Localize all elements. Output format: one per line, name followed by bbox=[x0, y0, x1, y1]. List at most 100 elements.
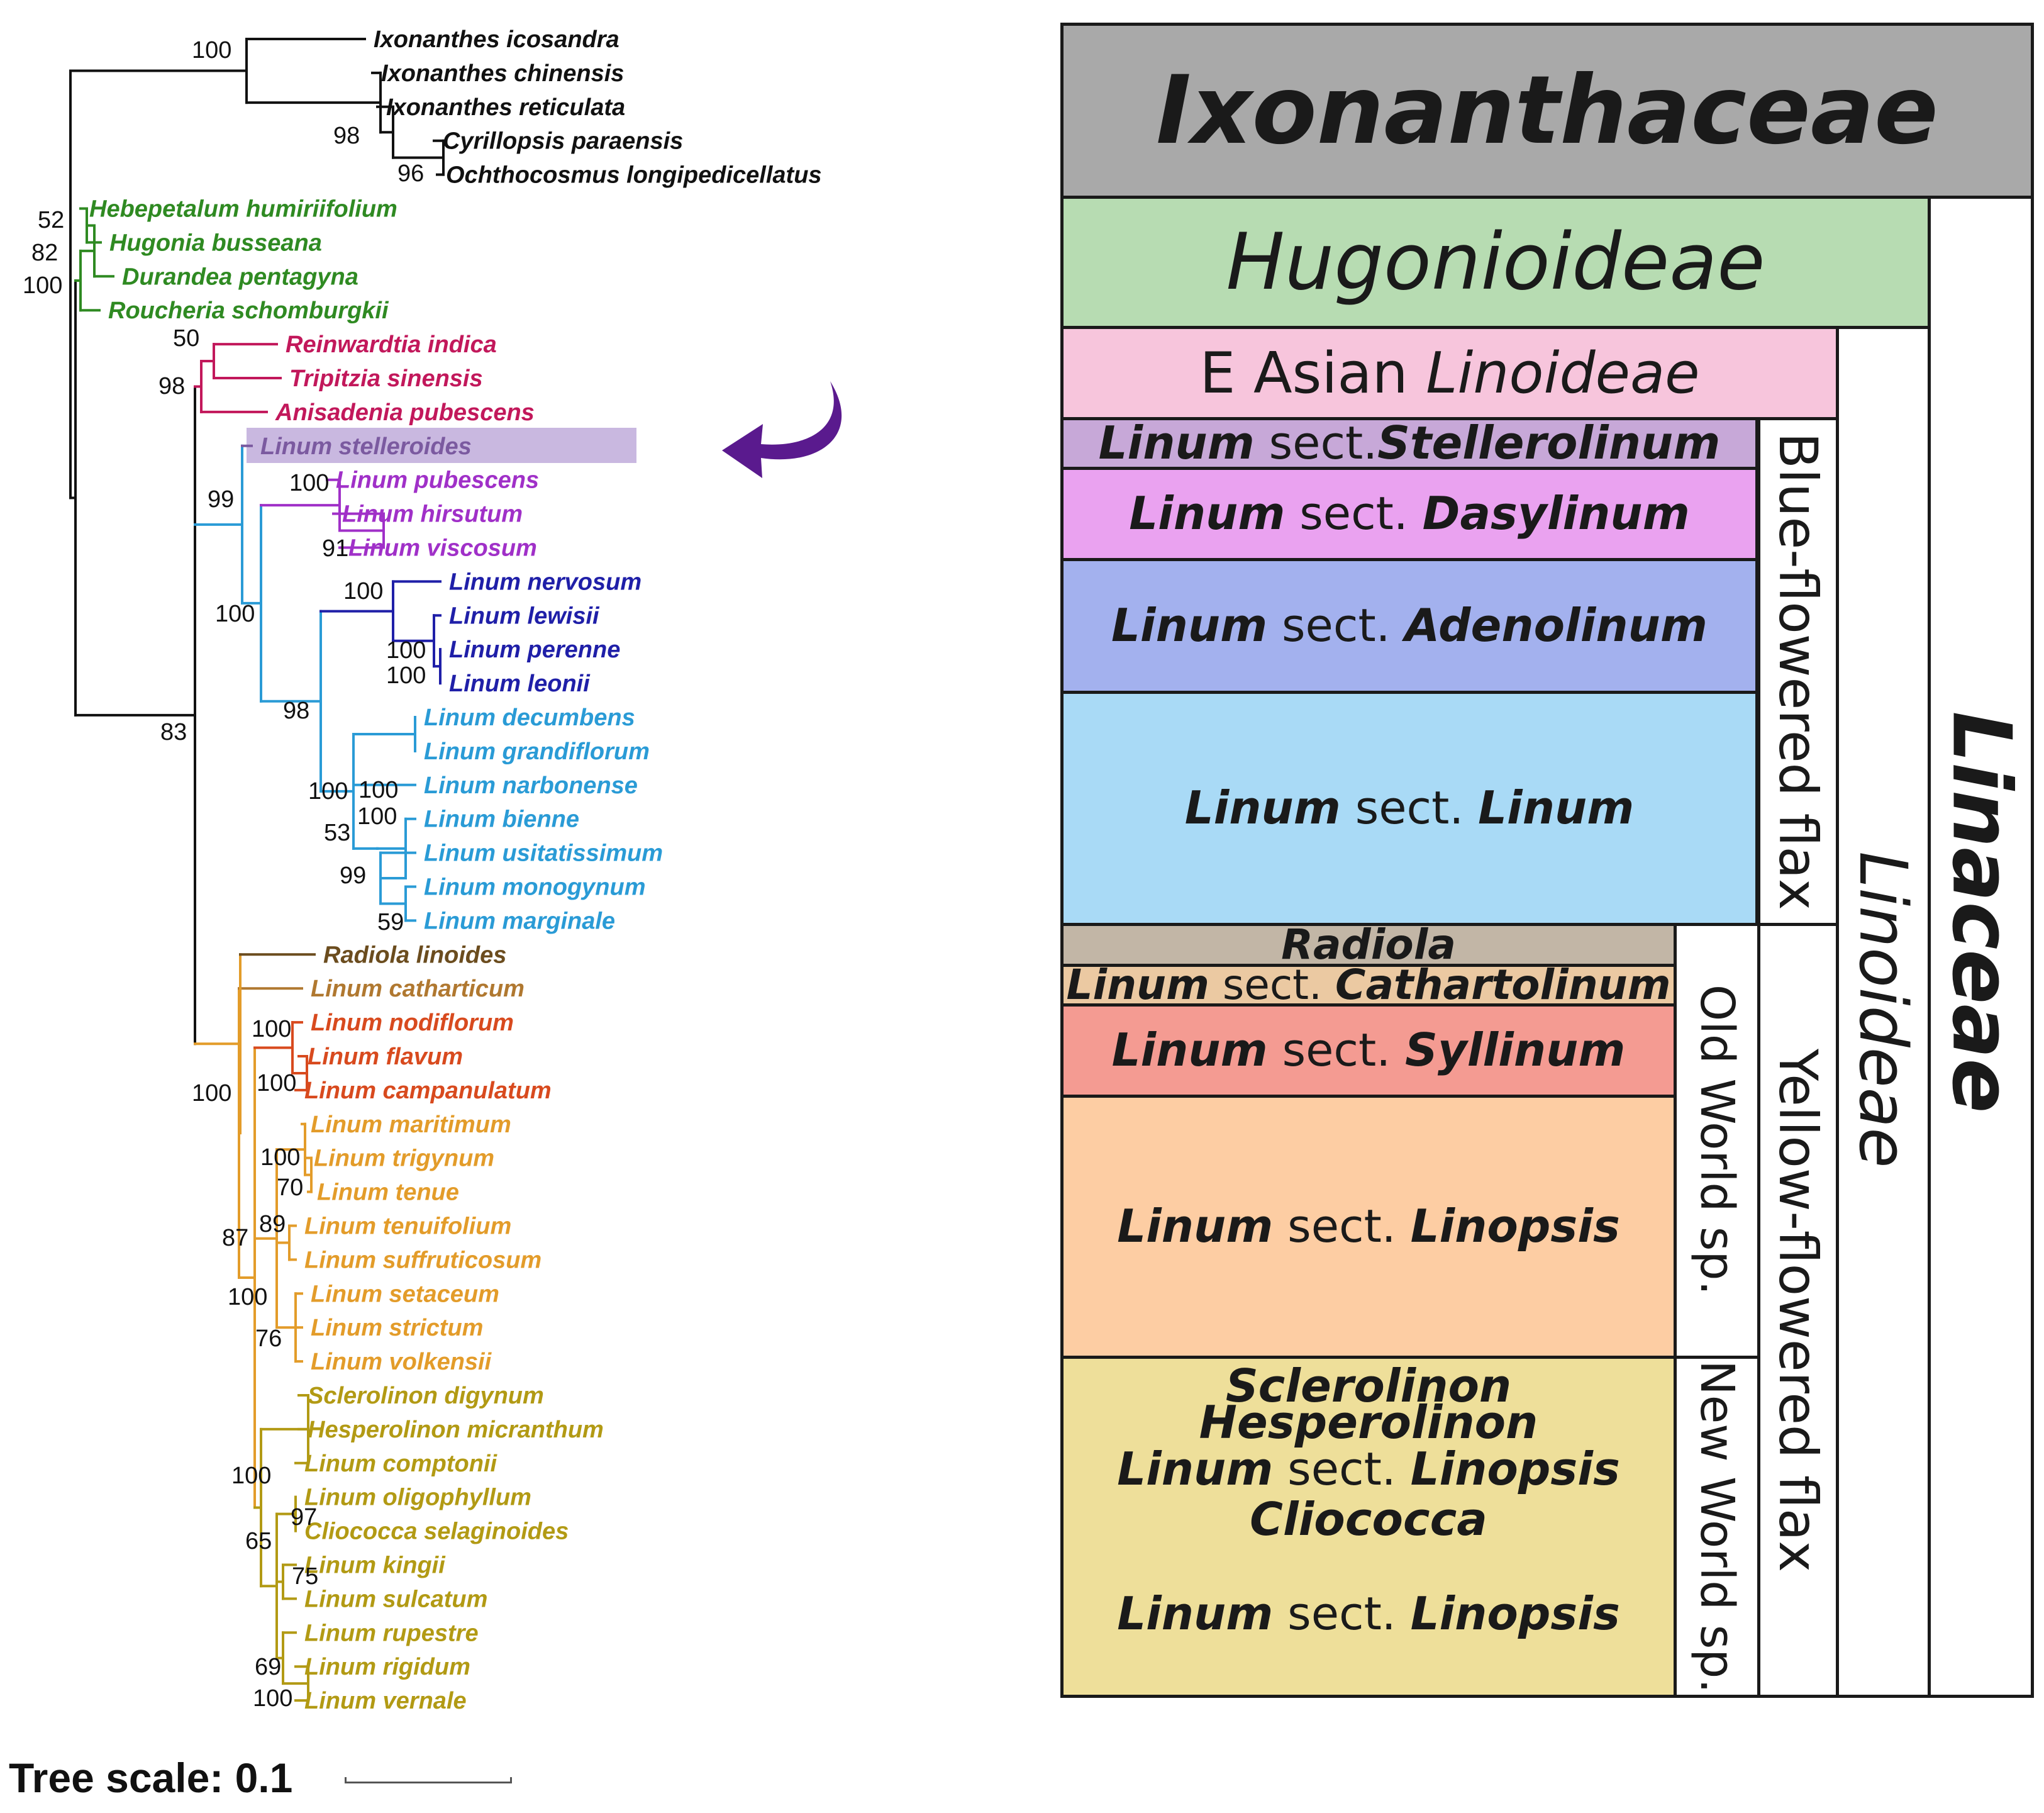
support-value: 52 bbox=[38, 207, 64, 233]
block-ixonanthaceae: Ixonanthaceae bbox=[1060, 23, 2034, 199]
taxon-label: Anisadenia pubescens bbox=[275, 399, 535, 426]
taxon-label: Linum suffruticosum bbox=[304, 1247, 542, 1273]
genus-linum: Linum bbox=[1098, 417, 1255, 470]
bar-linoideae bbox=[1836, 326, 1931, 1698]
sect-label: sect. bbox=[1254, 417, 1378, 470]
label-linoideae-asian: Linoideae bbox=[1426, 340, 1700, 406]
taxon-label: Sclerolinon digynum bbox=[308, 1383, 544, 1409]
block-e-asian-linoideae: E Asian Linoideae bbox=[1060, 326, 1839, 420]
taxon-label: Linum maritimum bbox=[311, 1112, 511, 1138]
support-value: 70 bbox=[277, 1174, 303, 1201]
support-value: 53 bbox=[324, 820, 350, 846]
tree-scale-label: Tree scale: 0.1 bbox=[9, 1754, 293, 1801]
taxon-label: Linum perenne bbox=[449, 637, 620, 663]
taxon-label: Linum leonii bbox=[449, 671, 591, 697]
taxon-label: Radiola linoides bbox=[323, 942, 506, 968]
support-value: 100 bbox=[192, 37, 231, 64]
taxon-label: Linum sulcatum bbox=[304, 1586, 487, 1612]
support-value: 69 bbox=[255, 1654, 281, 1680]
support-value: 100 bbox=[23, 272, 62, 299]
sect-label: sect. bbox=[1340, 781, 1479, 835]
taxon-label: Linum kingii bbox=[304, 1553, 446, 1579]
bar-linaceae bbox=[1928, 196, 2034, 1698]
taxon-label: Linum marginale bbox=[424, 908, 615, 934]
genus-linum: Linum bbox=[1117, 1442, 1274, 1495]
taxon-label: Linum nervosum bbox=[449, 569, 642, 595]
taxon-label: Linum viscosum bbox=[348, 535, 537, 562]
arrow-icon bbox=[722, 381, 842, 478]
support-value: 65 bbox=[245, 1528, 272, 1554]
sect-label: sect. bbox=[1273, 1200, 1411, 1253]
label-linopsis-nw-2: Linopsis bbox=[1410, 1587, 1620, 1640]
support-value: 100 bbox=[231, 1463, 271, 1489]
tree-scale-bar bbox=[345, 1777, 512, 1783]
genus-linum: Linum bbox=[1111, 599, 1268, 652]
taxon-label: Linum volkensii bbox=[311, 1349, 492, 1375]
support-value: 96 bbox=[397, 160, 424, 187]
taxon-label: Roucheria schomburgkii bbox=[108, 298, 389, 324]
support-value: 100 bbox=[358, 777, 398, 803]
taxon-label: Ixonanthes chinensis bbox=[381, 60, 624, 87]
label-hesperolinon: Hesperolinon bbox=[1199, 1396, 1538, 1449]
block-adenolinum: Linum sect. Adenolinum bbox=[1060, 558, 1758, 694]
taxon-label: Linum stelleroides bbox=[260, 433, 472, 460]
taxon-label: Cliococca selaginoides bbox=[304, 1519, 569, 1545]
genus-linum: Linum bbox=[1117, 1587, 1274, 1640]
label-yellow-flax: Yellow-flowered flax bbox=[1767, 1048, 1829, 1573]
label-old-world: Old World sp. bbox=[1690, 985, 1744, 1295]
taxon-label: Linum bienne bbox=[424, 806, 579, 833]
support-value: 100 bbox=[215, 601, 255, 627]
taxon-label: Hebepetalum humiriifolium bbox=[89, 196, 397, 223]
support-value: 50 bbox=[173, 325, 199, 352]
support-value: 100 bbox=[386, 637, 426, 664]
label-dasylinum: Dasylinum bbox=[1422, 487, 1690, 540]
support-value: 100 bbox=[357, 803, 397, 830]
support-value: 99 bbox=[340, 862, 366, 889]
sect-label: sect. bbox=[1267, 1024, 1406, 1077]
taxon-label: Linum rupestre bbox=[304, 1620, 479, 1646]
support-value: 83 bbox=[160, 719, 187, 745]
block-linopsis: Linum sect. Linopsis bbox=[1060, 1095, 1677, 1359]
label-linoideae: Linoideae bbox=[1845, 851, 1921, 1168]
sect-label: sect. bbox=[1209, 964, 1336, 1007]
support-value: 98 bbox=[333, 123, 360, 149]
genus-linum: Linum bbox=[1111, 1024, 1268, 1077]
sect-label: sect. bbox=[1285, 487, 1423, 540]
support-value: 100 bbox=[386, 662, 426, 689]
taxon-label: Linum setaceum bbox=[311, 1281, 499, 1307]
taxon-label: Linum nodiflorum bbox=[311, 1010, 514, 1036]
block-hugonioideae: Hugonioideae bbox=[1060, 196, 1931, 329]
taxon-label: Linum tenue bbox=[317, 1180, 459, 1206]
label-adenolinum: Adenolinum bbox=[1404, 599, 1708, 652]
block-dasylinum: Linum sect. Dasylinum bbox=[1060, 467, 1758, 561]
taxon-label: Linum usitatissimum bbox=[424, 840, 663, 867]
genus-linum: Linum bbox=[1129, 487, 1286, 540]
support-value: 99 bbox=[208, 486, 234, 513]
support-value: 100 bbox=[260, 1144, 300, 1171]
taxon-label: Ochthocosmus longipedicellatus bbox=[446, 162, 822, 189]
genus-linum: Linum bbox=[1117, 1200, 1274, 1253]
support-value: 98 bbox=[158, 373, 185, 399]
label-hugonioideae: Hugonioideae bbox=[1226, 216, 1765, 308]
support-value: 100 bbox=[257, 1070, 296, 1096]
support-value: 100 bbox=[289, 470, 329, 496]
taxon-label: Linum vernale bbox=[304, 1688, 467, 1714]
label-new-world: New World sp. bbox=[1690, 1360, 1744, 1693]
taxon-label: Linum monogynum bbox=[424, 874, 646, 901]
label-radiola: Radiola bbox=[1281, 923, 1456, 967]
label-blue-flax: Blue-flowered flax bbox=[1767, 432, 1829, 910]
label-linopsis-nw-1: Linopsis bbox=[1410, 1442, 1620, 1495]
block-syllinum: Linum sect. Syllinum bbox=[1060, 1003, 1677, 1098]
block-cathartolinum: Linum sect. Cathartolinum bbox=[1060, 964, 1677, 1007]
taxon-label: Linum rigidum bbox=[304, 1654, 470, 1680]
block-stellerolinum: Linum sect.Stellerolinum bbox=[1060, 417, 1758, 470]
taxon-label: Linum strictum bbox=[311, 1315, 483, 1341]
support-value: 100 bbox=[308, 778, 348, 805]
genus-linum: Linum bbox=[1184, 781, 1341, 835]
support-value: 82 bbox=[31, 240, 58, 266]
taxon-label: Ixonanthes icosandra bbox=[374, 26, 619, 53]
taxon-label: Linum narbonense bbox=[424, 773, 638, 799]
taxon-label: Linum oligophyllum bbox=[304, 1485, 531, 1511]
label-cliococca: Cliococca bbox=[1250, 1493, 1487, 1546]
